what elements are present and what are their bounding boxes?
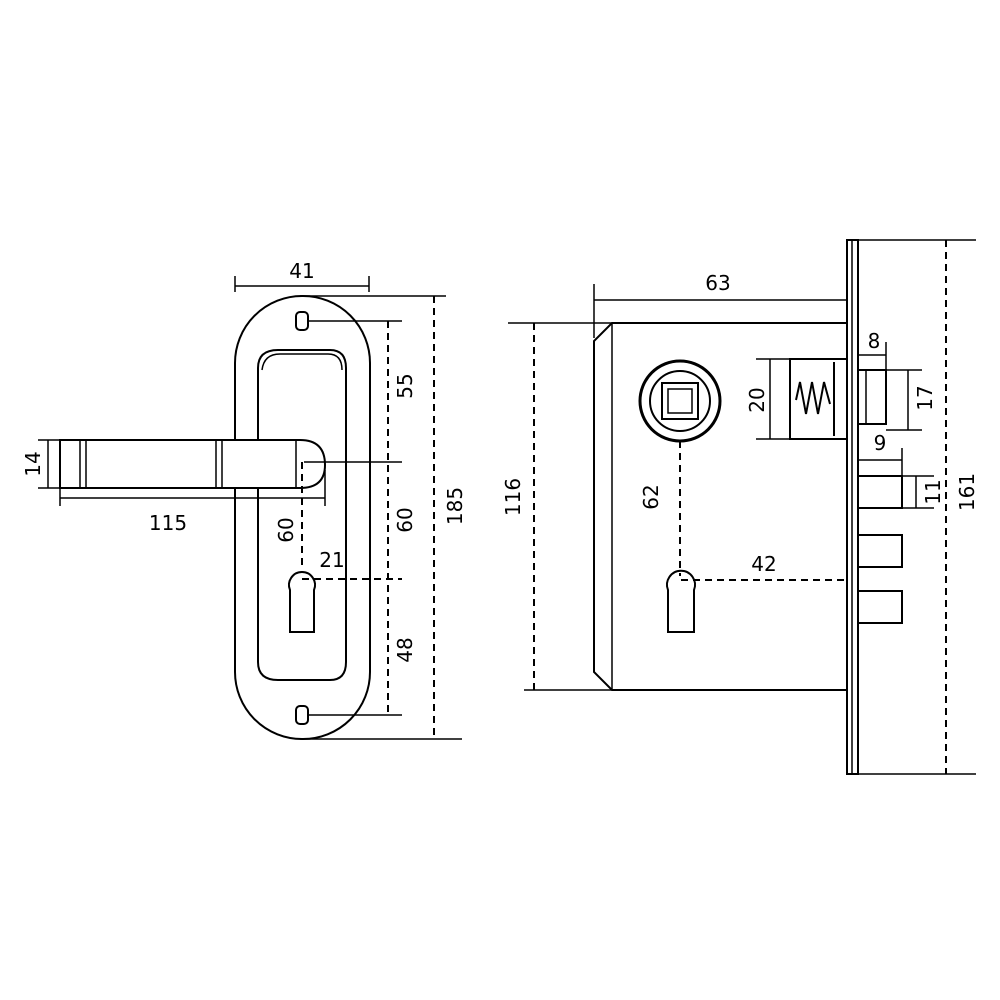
dim-bolt-projection: 9 (874, 431, 887, 455)
top-screw-hole-icon (295, 311, 309, 331)
dim-bolt-height: 11 (921, 479, 945, 504)
dim-plate-width: 41 (289, 259, 314, 283)
lever-body (59, 439, 327, 489)
bottom-screw-hole-icon (295, 705, 309, 725)
spindle-square-icon (661, 382, 699, 420)
dead-bolt-1 (857, 475, 903, 509)
dim-spindle-to-key: 62 (639, 484, 663, 509)
lock-keyhole-icon (666, 569, 696, 633)
lever-handle (59, 439, 327, 489)
handle-keyhole-icon (288, 571, 316, 633)
dim-top-to-spindle: 55 (393, 373, 417, 398)
handle-dimensions: 41 14 115 60 21 55 60 48 185 (21, 259, 467, 740)
latch-housing (789, 358, 848, 440)
plate-inner-panel (257, 349, 347, 681)
dim-key-hole: 21 (319, 548, 344, 572)
plate-outline (234, 295, 371, 740)
handle-plate (234, 295, 371, 740)
dim-spindle-to-key-right: 60 (393, 507, 417, 532)
lock-body (593, 239, 903, 775)
dim-backset: 63 (705, 271, 730, 295)
dim-latch-height: 20 (745, 387, 769, 412)
dim-lever-length: 115 (149, 511, 187, 535)
latch-bolt (857, 369, 887, 425)
dim-key-to-faceplate: 42 (751, 552, 776, 576)
dim-spindle-to-key-left: 60 (274, 517, 298, 542)
dim-body-height: 116 (501, 478, 525, 516)
lock-case (593, 322, 848, 691)
dead-bolt-3 (857, 590, 903, 624)
spindle-hub-outer (638, 359, 722, 443)
dead-bolt-2 (857, 534, 903, 568)
dim-key-to-bottom: 48 (393, 637, 417, 662)
spindle-hub-inner (649, 370, 711, 432)
lock-dimensions: 63 116 62 42 20 8 17 9 (501, 239, 979, 775)
dim-plate-height: 185 (443, 487, 467, 525)
dim-lever-thickness: 14 (21, 451, 45, 476)
dim-faceplate-height: 161 (955, 473, 979, 511)
dim-latch-face: 17 (913, 385, 937, 410)
latch-spring-icon (795, 381, 831, 415)
dim-latch-projection: 8 (868, 329, 881, 353)
plate-inner-edge (261, 353, 343, 371)
